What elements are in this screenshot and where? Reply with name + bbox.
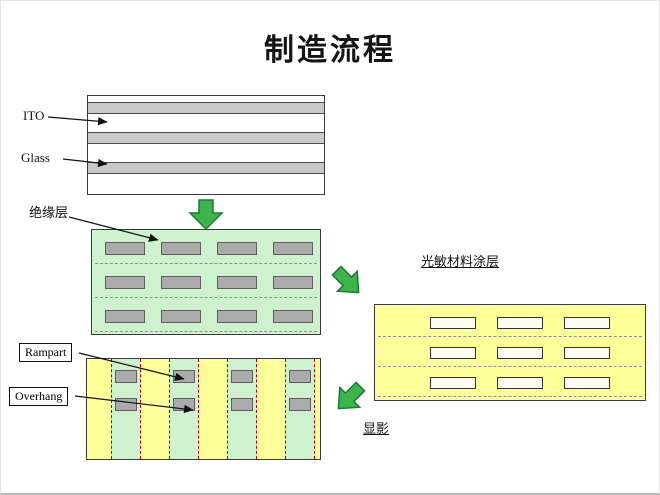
electrode-rect: [217, 276, 257, 289]
photoresist-diagram: [374, 304, 646, 401]
process-arrow-down-right-icon: [331, 265, 360, 294]
electrode-rect: [173, 398, 195, 411]
developed-pattern-diagram: [86, 358, 321, 460]
ito-layer-band: [88, 102, 324, 114]
resist-window-rect: [430, 377, 476, 389]
electrode-rect: [105, 276, 145, 289]
dashed-guide-line: [95, 263, 317, 264]
electrode-rect: [105, 310, 145, 323]
electrode-rect: [115, 398, 137, 411]
process-arrow-down-left-icon: [337, 381, 366, 410]
electrode-rect: [105, 242, 145, 255]
photoresist-label: 光敏材料涂层: [421, 254, 500, 269]
resist-window-rect: [564, 347, 610, 359]
dashed-guide-line: [378, 396, 642, 397]
electrode-rect: [231, 370, 253, 383]
dashed-guide-line: [95, 331, 317, 332]
electrode-rect: [161, 310, 201, 323]
ito-label: ITO: [23, 108, 45, 123]
resist-window-rect: [564, 377, 610, 389]
overhang-label: Overhang: [9, 387, 69, 406]
dashed-guide-line: [378, 336, 642, 337]
rampart-stripe: [169, 359, 199, 459]
glass-layer-band: [88, 132, 324, 144]
electrode-rect: [161, 276, 201, 289]
electrode-rect: [273, 276, 313, 289]
resist-window-rect: [430, 317, 476, 329]
electrode-rect: [289, 370, 311, 383]
page-title: 制造流程: [264, 34, 396, 67]
dashed-guide-line: [378, 366, 642, 367]
glass-label: Glass: [21, 150, 50, 165]
electrode-rect: [217, 310, 257, 323]
electrode-rect: [217, 242, 257, 255]
resist-window-rect: [430, 347, 476, 359]
rampart-stripe: [111, 359, 141, 459]
electrode-rect: [273, 242, 313, 255]
resist-window-rect: [497, 347, 543, 359]
glass-stack-diagram: [87, 95, 325, 195]
electrode-rect: [115, 370, 137, 383]
rampart-stripe: [227, 359, 257, 459]
electrode-rect: [173, 370, 195, 383]
resist-window-rect: [564, 317, 610, 329]
rampart-stripe: [285, 359, 315, 459]
resist-window-rect: [497, 377, 543, 389]
electrode-rect: [231, 398, 253, 411]
resist-window-rect: [497, 317, 543, 329]
electrode-rect: [273, 310, 313, 323]
insulation-label: 绝缘层: [29, 205, 69, 220]
develop-label: 显影: [363, 421, 390, 436]
dashed-guide-line: [95, 297, 317, 298]
insulation-diagram: [91, 229, 321, 335]
lower-layer-band: [88, 162, 324, 174]
rampart-label: Rampart: [19, 343, 73, 362]
electrode-rect: [161, 242, 201, 255]
electrode-rect: [289, 398, 311, 411]
process-arrow-down-icon: [188, 199, 224, 231]
